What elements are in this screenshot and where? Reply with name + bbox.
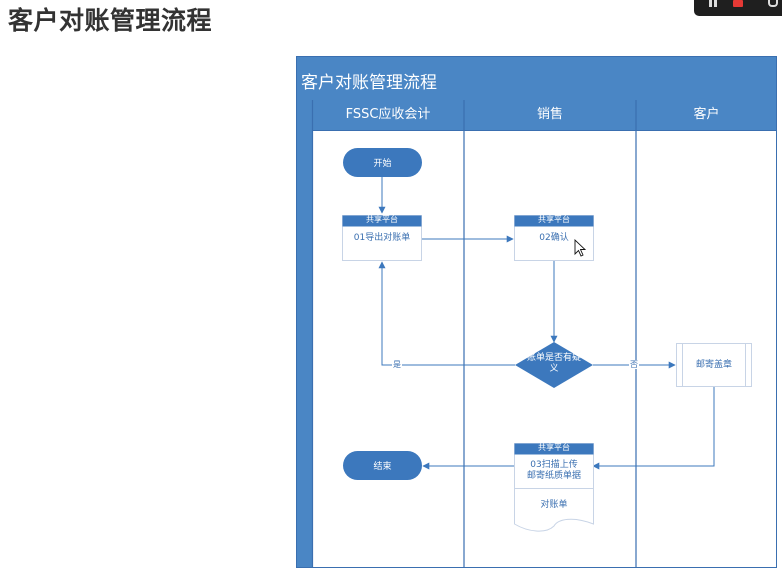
customer-step-box: [676, 343, 752, 387]
step2-header: [514, 215, 594, 227]
start-node-label: 开始: [373, 159, 392, 169]
start-node: [343, 148, 422, 177]
edge-decision-yes: [378, 261, 515, 366]
step1-header-label: 共享平台: [366, 215, 398, 224]
step2-label: 02确认: [539, 233, 569, 243]
decision-diamond: [515, 342, 593, 388]
cursor-icon: [574, 238, 587, 257]
lane-header-fssc: FSSC应收会计: [345, 107, 431, 122]
step2-header-label: 共享平台: [538, 215, 570, 224]
flowchart: 客户对账管理流程 FSSC应收会计 销售 客户 开始 结束 共享平台 01导出对…: [296, 56, 777, 568]
left-side-band: [296, 130, 312, 568]
decision-label-line1: 账单是否有疑: [526, 353, 581, 363]
lane-header-customer: 客户: [693, 107, 720, 122]
pause-icon[interactable]: [709, 0, 718, 7]
diagram-title: 客户对账管理流程: [301, 73, 437, 93]
lane-header-sales: 销售: [536, 107, 563, 122]
lane-header-band: [296, 100, 777, 130]
page-title: 客户对账管理流程: [8, 6, 213, 35]
document-shape: [514, 488, 594, 532]
edge-label-yes: 是: [392, 360, 402, 369]
step3-header: [514, 443, 594, 455]
document-label: 对账单: [540, 500, 568, 510]
step3-label-line1: 03扫描上传: [530, 460, 578, 470]
step3-label-line2: 邮寄纸质单据: [526, 471, 581, 481]
recording-controls: [694, 0, 782, 16]
step1-header: [342, 215, 422, 227]
stop-icon[interactable]: [733, 0, 743, 7]
decision-label-line2: 义: [549, 364, 559, 374]
edge-label-no: 否: [629, 360, 639, 369]
camera-icon[interactable]: [768, 0, 778, 7]
flowchart-canvas: [296, 56, 777, 568]
customer-step-label: 邮寄盖章: [695, 360, 732, 370]
edge-customer-to-step3: [592, 387, 715, 470]
end-node-label: 结束: [373, 462, 392, 472]
step3-header-label: 共享平台: [538, 443, 570, 452]
end-node: [343, 451, 422, 480]
diagram-frame: [296, 56, 777, 568]
step1-label: 01导出对账单: [353, 233, 411, 243]
diagram-title-band: [296, 56, 777, 100]
